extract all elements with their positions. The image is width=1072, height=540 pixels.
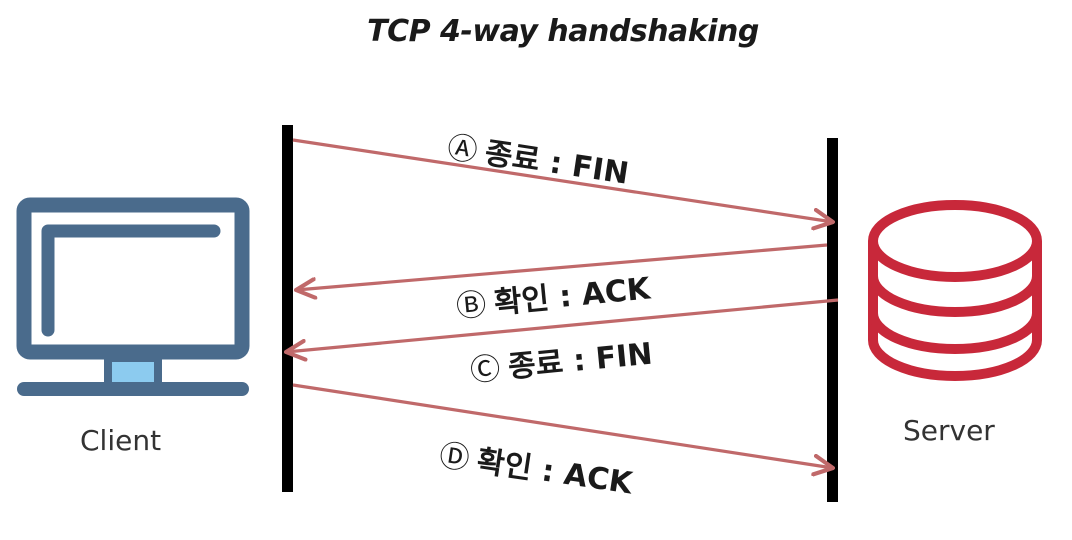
- diagram-title: TCP 4-way handshaking: [367, 14, 759, 49]
- arrow-c-fin: [286, 298, 839, 352]
- arrow-b-ack: [296, 243, 828, 290]
- client-lifeline: [282, 125, 293, 492]
- marker-a: Ⓐ: [444, 130, 480, 170]
- arrow-a-fin: [292, 138, 833, 222]
- server-lifeline: [827, 138, 838, 502]
- database-icon: [868, 200, 1042, 381]
- client-label: Client: [80, 424, 162, 457]
- marker-b: Ⓑ: [454, 287, 488, 325]
- monitor-icon: [16, 197, 250, 396]
- marker-d: Ⓓ: [436, 438, 472, 478]
- arrow-d-ack: [292, 383, 833, 468]
- marker-c: Ⓒ: [468, 351, 502, 389]
- server-label: Server: [903, 414, 995, 447]
